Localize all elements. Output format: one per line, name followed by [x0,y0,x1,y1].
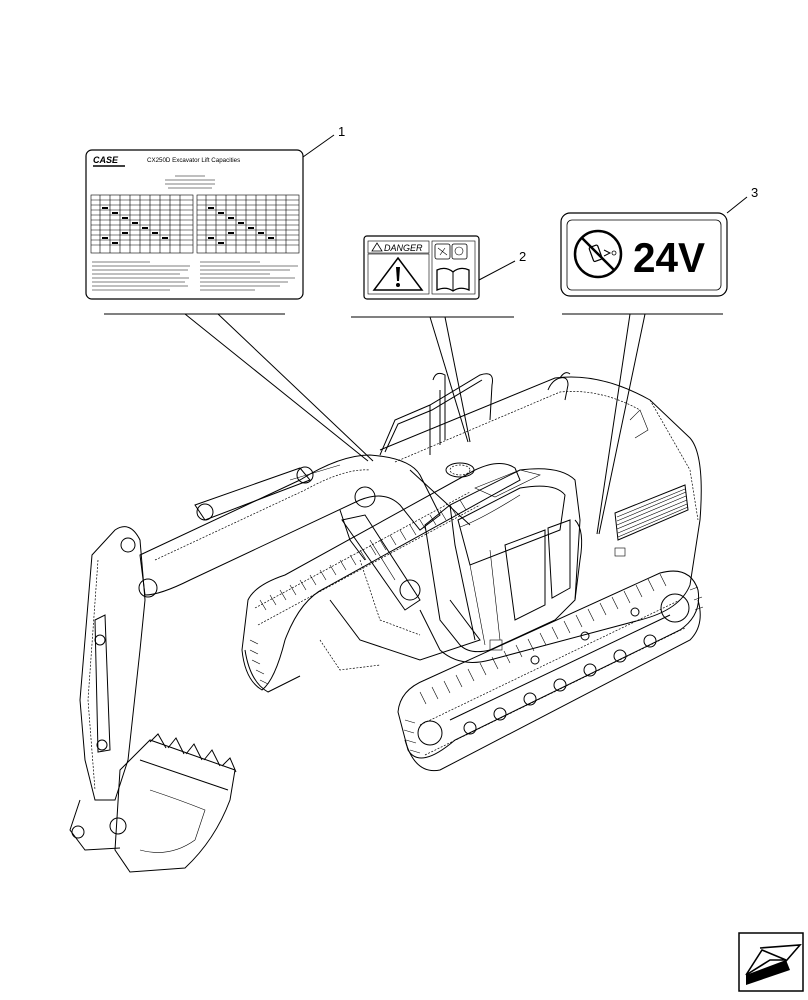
operator-cab[interactable] [424,468,583,653]
engine-grille [614,484,689,541]
bucket [114,733,237,873]
leader-lines [184,313,646,535]
boom [139,454,441,636]
voltage-decal[interactable]: 24V [560,212,728,297]
rear-track [241,463,521,693]
nav-arrow-button[interactable] [738,932,804,992]
manual-book-icon [436,267,470,292]
warning-triangle-icon [372,256,424,291]
danger-decal[interactable]: DANGER [363,235,480,300]
voltage-label: 24V [633,234,705,281]
nav-arrow-icon [745,944,802,985]
callout-number-3: 3 [751,185,758,200]
front-track [397,570,704,772]
decal-brand: CASE [93,155,119,165]
lift-capacity-decal[interactable]: CASE CX250D Excavator Lift Capacities [85,149,304,300]
arm [69,526,158,851]
no-phone-icon [573,229,623,279]
lift-table-left [90,194,194,254]
callout-number-1: 1 [338,124,345,139]
lift-notes [92,261,298,291]
danger-label: DANGER [384,243,423,253]
decal-title: CX250D Excavator Lift Capacities [147,157,240,164]
lift-table-right [196,194,300,254]
upper-structure [379,372,702,663]
excavator-illustration [69,372,704,873]
callout-number-2: 2 [519,249,526,264]
